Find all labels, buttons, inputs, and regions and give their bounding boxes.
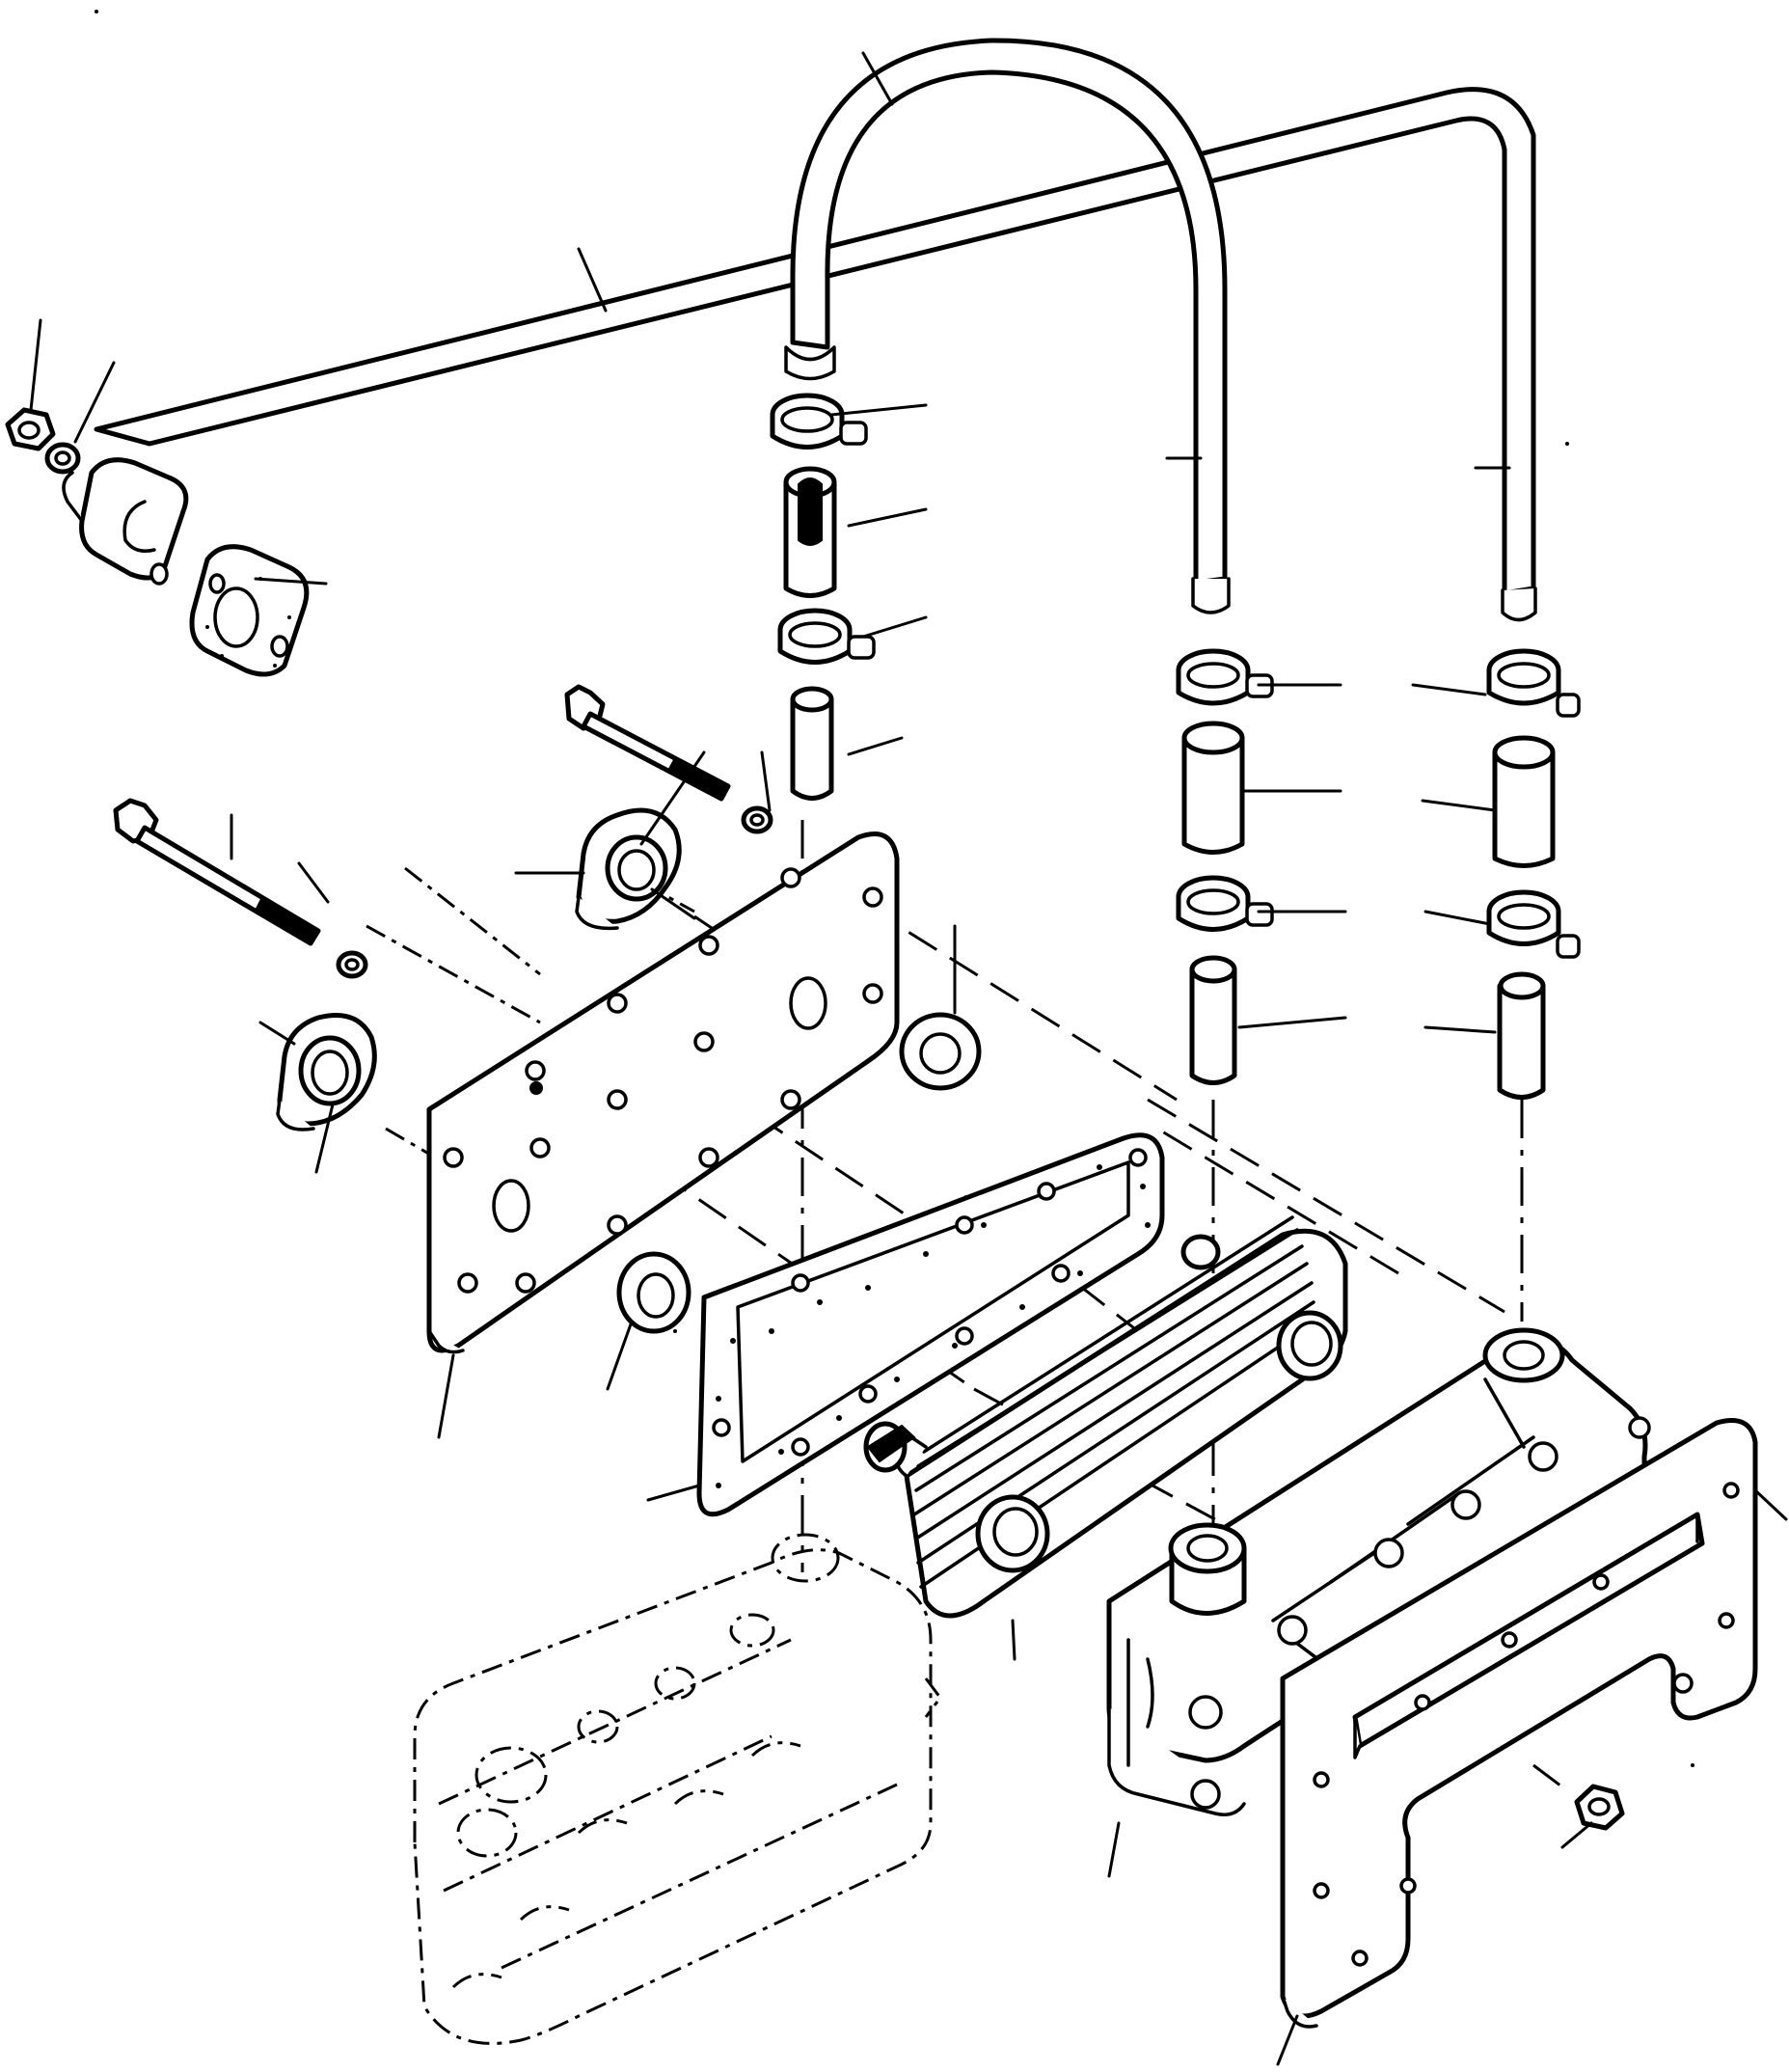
lock-washer-upper bbox=[741, 805, 773, 834]
phantom-line-upper-bolt bbox=[366, 924, 541, 1024]
tube-stub-icon bbox=[790, 686, 834, 801]
tube-stub-icon bbox=[1189, 955, 1237, 1085]
left-column-hose bbox=[770, 393, 876, 801]
hex-nut-icon bbox=[5, 407, 56, 451]
oil-cooler-housing bbox=[1106, 1327, 1651, 1816]
rear-plate bbox=[1280, 1418, 1758, 2029]
middle-column-hose bbox=[1176, 648, 1274, 1085]
hose-clamp-icon bbox=[1486, 648, 1581, 718]
core-boss-front bbox=[975, 1494, 1050, 1573]
core-nipple-top bbox=[1180, 1234, 1221, 1270]
flange-gasket-icon bbox=[189, 544, 310, 677]
core-nipple-left bbox=[863, 1421, 916, 1473]
core-boss-rear bbox=[1276, 1310, 1343, 1381]
u-bend-pipe bbox=[784, 38, 1231, 614]
lock-washer-icon bbox=[44, 442, 81, 475]
bolt-lower bbox=[113, 798, 321, 946]
scan-specks bbox=[95, 10, 1694, 1767]
callout-leader-lines bbox=[29, 51, 1788, 2066]
tube-stub-icon bbox=[1497, 971, 1546, 1100]
oil-cooler-core bbox=[863, 1215, 1348, 1619]
hose-sleeve-icon bbox=[1181, 721, 1245, 855]
bolt-upper bbox=[564, 684, 731, 802]
gasket-frame bbox=[696, 1132, 1165, 1517]
housing-port-front bbox=[1168, 1522, 1247, 1616]
hose-clamp-icon bbox=[777, 608, 876, 665]
hose-clamp-icon bbox=[1176, 648, 1274, 706]
pipe-flange-assembly bbox=[5, 407, 310, 677]
hose-sleeve-icon bbox=[783, 466, 837, 598]
seal-upper bbox=[575, 807, 682, 931]
dash-line-upper-plate bbox=[867, 905, 1178, 1102]
flange-icon bbox=[62, 457, 189, 586]
dash-line-nut bbox=[1532, 1763, 1573, 1796]
seal-lower bbox=[276, 1013, 377, 1131]
cover-plate bbox=[426, 832, 900, 1354]
right-column-hose bbox=[1486, 648, 1581, 1100]
hose-clamp-icon bbox=[770, 393, 868, 450]
housing-port-top bbox=[1482, 1327, 1565, 1383]
long-pipe bbox=[94, 87, 1537, 622]
hose-clamp-icon bbox=[1486, 889, 1581, 959]
o-ring-left bbox=[616, 1251, 691, 1334]
hose-clamp-icon bbox=[1176, 875, 1274, 932]
phantom-housing-outline bbox=[413, 1533, 942, 2045]
o-ring-right bbox=[899, 1012, 982, 1091]
hose-sleeve-icon bbox=[1492, 735, 1556, 868]
dash-line-right bbox=[1147, 1098, 1505, 1314]
phantom-line-flange bbox=[404, 866, 541, 976]
hex-nut-icon bbox=[1574, 1784, 1625, 1831]
lock-washer-lower bbox=[336, 950, 368, 979]
